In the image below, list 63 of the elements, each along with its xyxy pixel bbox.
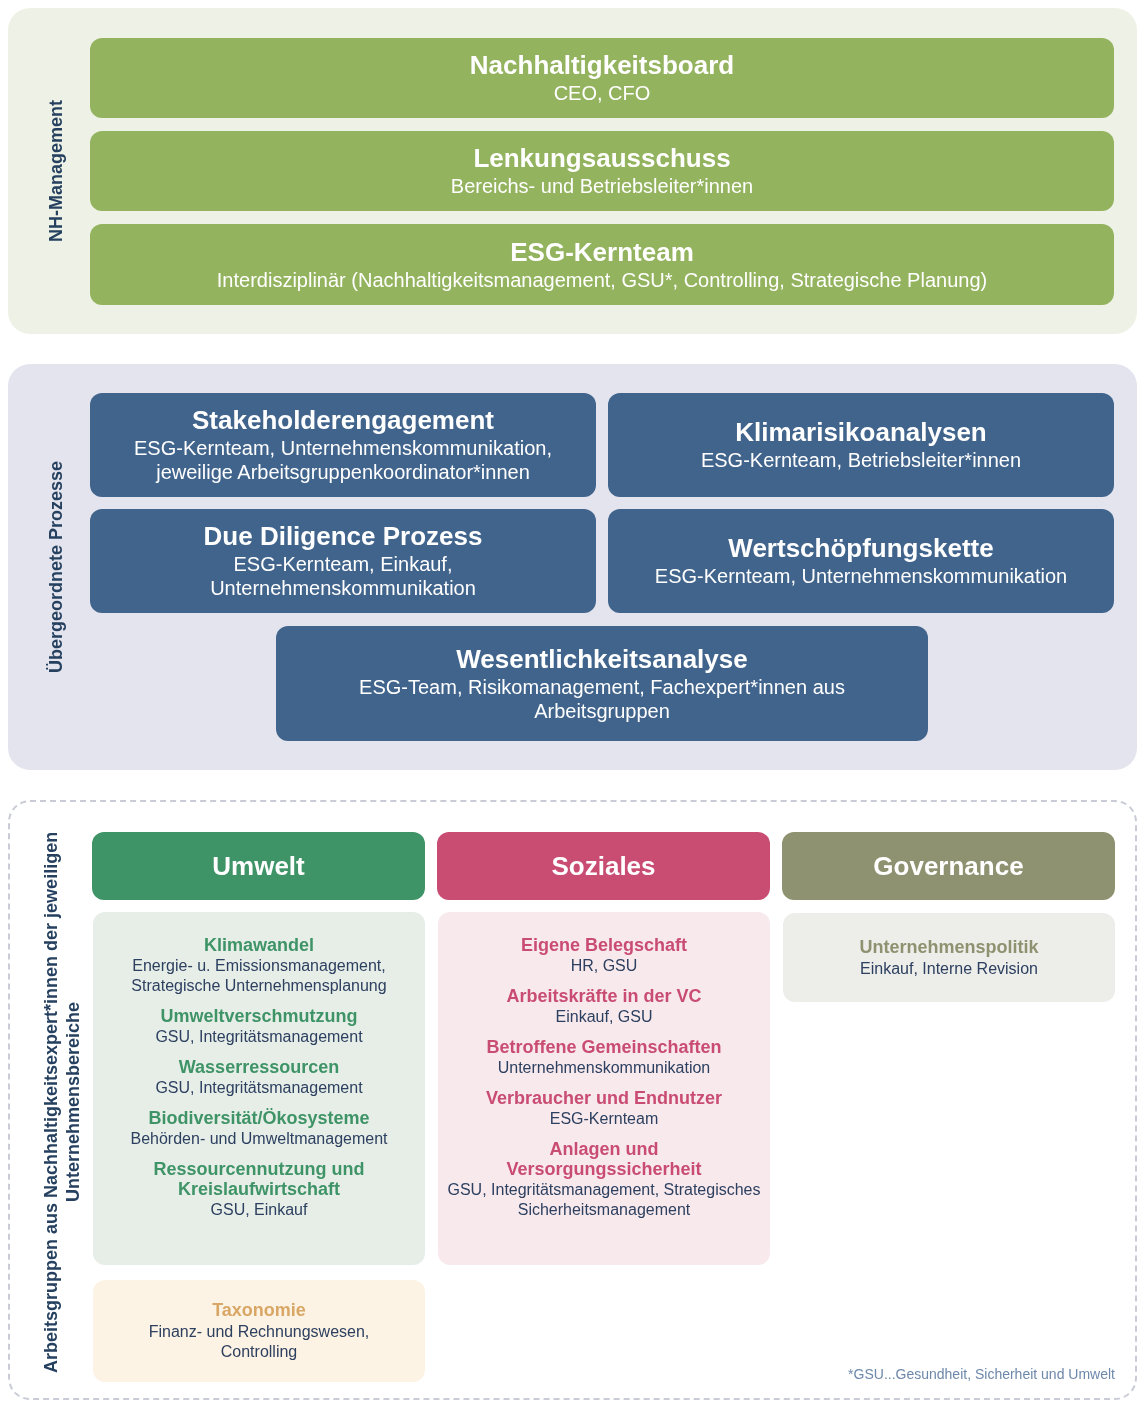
process-box <box>90 509 596 613</box>
committee-box <box>90 38 1114 118</box>
box-title: Unternehmenspolitik <box>859 936 1039 957</box>
committee-box <box>90 224 1114 305</box>
topic-card <box>93 1280 425 1382</box>
category-title: Governance <box>873 852 1024 880</box>
category-title: Soziales <box>551 852 656 880</box>
box-subtitle: Einkauf, Interne Revision <box>860 958 1038 979</box>
category-header <box>92 832 425 900</box>
box-title: Umweltverschmutzung <box>160 1006 358 1026</box>
box-subtitle: ESG-Kernteam, Betriebsleiter*innen <box>700 448 1022 472</box>
box-title: Due Diligence Prozess <box>203 522 483 550</box>
box-title: Wasserressourcen <box>178 1057 340 1077</box>
box-title: Betroffene Gemeinschaften <box>486 1037 722 1057</box>
box-subtitle: GSU, Integritätsmanagement, Strategisches Sicherheitsmanagement <box>446 1180 762 1220</box>
box-title: Eigene Belegschaft <box>520 935 688 955</box>
category-title: Umwelt <box>212 852 305 880</box>
box-subtitle: GSU, Integritätsmanagement <box>155 1078 363 1098</box>
box-title: Lenkungsausschuss <box>473 144 731 172</box>
box-subtitle: Einkauf, GSU <box>555 1007 653 1027</box>
section-title: Arbeitsgruppen aus Nachhaltigkeitsexpert*innen der jeweiligen Unternehmensbereiche <box>40 830 84 1375</box>
box-title: Klimarisikoanalysen <box>735 418 987 446</box>
box-subtitle: Behörden- und Umweltmanagement <box>130 1129 388 1149</box>
box-subtitle: HR, GSU <box>570 956 638 976</box>
box-subtitle: GSU, Integritätsmanagement <box>155 1027 363 1047</box>
category-header <box>782 832 1115 900</box>
section-panel <box>8 8 1137 334</box>
box-title: Wesentlichkeitsanalyse <box>456 644 748 673</box>
box-subtitle: Unternehmenskommunikation <box>497 1058 711 1078</box>
box-title: Nachhaltigkeitsboard <box>469 51 735 79</box>
box-subtitle: Interdisziplinär (Nachhaltigkeitsmanagement, GSU*, Controlling, Strategische Planung) <box>216 267 988 292</box>
box-subtitle: ESG-Team, Risikomanagement, Fachexpert*innen aus Arbeitsgruppen <box>358 674 846 723</box>
box-title: Arbeitskräfte in der VC <box>506 986 702 1006</box>
box-subtitle: ESG-Kernteam, Unternehmenskommunikation, jeweilige Arbeitsgruppenkoordinator*innen <box>133 436 553 484</box>
process-box <box>608 509 1114 613</box>
box-title: Wertschöpfungskette <box>728 534 994 562</box>
box-title: Verbraucher und Endnutzer <box>485 1088 722 1108</box>
box-subtitle: ESG-Kernteam, Einkauf, Unternehmenskommunikation <box>209 552 477 600</box>
box-title: ESG-Kernteam <box>510 237 694 266</box>
box-title: Stakeholderengagement <box>192 406 494 434</box>
box-subtitle: Energie- u. Emissionsmanagement, Strategische Unternehmensplanung <box>130 956 388 996</box>
section-title: Übergeordnete Prozesse <box>45 460 67 674</box>
category-header <box>437 832 770 900</box>
footnote: *GSU...Gesundheit, Sicherheit und Umwelt <box>848 1366 1115 1382</box>
box-subtitle: ESG-Kernteam <box>549 1109 659 1129</box>
section-panel <box>8 800 1137 1400</box>
committee-box <box>90 131 1114 211</box>
box-title: Klimawandel <box>204 935 314 955</box>
box-subtitle: Bereichs- und Betriebsleiter*innen <box>450 174 754 198</box>
box-subtitle: ESG-Kernteam, Unternehmenskommunikation <box>654 564 1068 588</box>
topic-card <box>93 912 425 1265</box>
box-title: Anlagen und Versorgungssicherheit <box>505 1139 703 1179</box>
process-box <box>608 393 1114 497</box>
section-title: NH-Management <box>45 100 67 242</box>
box-title: Ressourcennutzung und Kreislaufwirtschaft <box>152 1159 366 1199</box>
process-box <box>276 626 928 741</box>
box-subtitle: Finanz- und Rechnungswesen, Controlling <box>147 1322 371 1362</box>
process-box <box>90 393 596 497</box>
section-panel <box>8 364 1137 770</box>
box-subtitle: GSU, Einkauf <box>210 1200 308 1220</box>
box-title: Taxonomie <box>212 1300 306 1320</box>
box-subtitle: CEO, CFO <box>553 81 651 105</box>
box-title: Biodiversität/Ökosysteme <box>148 1108 370 1128</box>
